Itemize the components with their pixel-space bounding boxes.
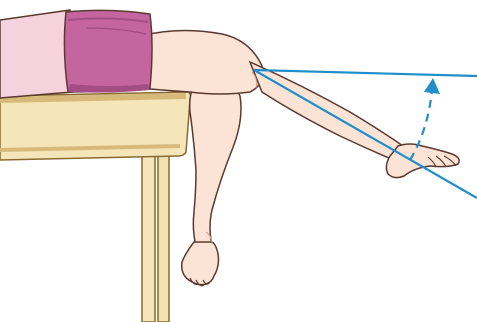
shorts	[64, 10, 152, 92]
extended-foot	[386, 144, 459, 178]
motion-arrow-head	[424, 78, 440, 94]
extended-calf	[250, 62, 420, 162]
hanging-thigh-calf	[190, 78, 241, 246]
leg-axis-guide-line	[254, 70, 477, 198]
hanging-foot	[182, 242, 219, 285]
hanging-leg	[182, 78, 241, 286]
shorts-body	[64, 10, 152, 92]
horizontal-guide-line	[254, 70, 477, 76]
table-leg-back	[158, 150, 169, 322]
table-leg-front	[142, 150, 155, 322]
table	[0, 92, 191, 322]
shirt	[0, 10, 74, 98]
extended-thigh	[140, 30, 263, 94]
angle-guide-lines	[254, 70, 477, 198]
table-top-edge	[0, 96, 186, 100]
